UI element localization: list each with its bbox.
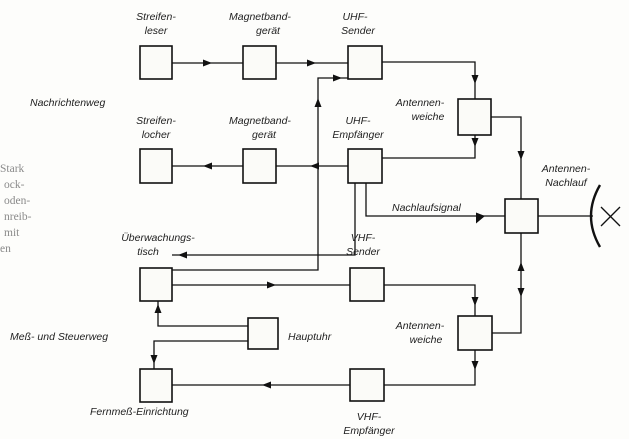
label-magnet1-2: gerät: [256, 25, 281, 37]
label-uhf-sender-1: UHF-: [342, 11, 368, 23]
side-text-5: mit: [4, 227, 20, 239]
label-uhf-empfaenger-2: Empfänger: [332, 129, 384, 141]
streifenlocher-box: [139, 148, 173, 184]
side-text-6: en: [0, 243, 11, 255]
label-magnet1-1: Magnetband-: [229, 11, 291, 23]
side-text-3: oden-: [4, 195, 30, 207]
label-vhf-empfaenger-1: VHF-: [357, 411, 382, 423]
magnetbandgeraet-1-box: [242, 45, 277, 80]
arrow-hauptuhr-tisch: [154, 304, 162, 313]
arrow-magnet-uhfsender: [307, 59, 316, 67]
label-uhf-sender-2: Sender: [341, 25, 375, 37]
label-ueberwachung-2: tisch: [137, 246, 159, 258]
line-uhfsender-weiche: [382, 61, 476, 99]
arrow-nachlauf-up: [517, 262, 525, 271]
label-magnet2-2: gerät: [252, 129, 277, 141]
side-text-4: nreib-: [4, 211, 32, 223]
label-antennen-nachlauf-2: Nachlauf: [545, 177, 588, 189]
line-nachlaufsignal: [365, 183, 505, 217]
arrow-weiche1-nachlauf: [517, 151, 525, 160]
label-antennen-nachlauf-1: Antennen-: [541, 163, 591, 175]
label-uhf-empfaenger-1: UHF-: [345, 115, 371, 127]
uhf-sender-box: [347, 45, 383, 80]
streifenleser-box: [139, 45, 173, 80]
arrow-nachlauf-down: [517, 288, 525, 297]
label-ueberwachung-1: Überwachungs-: [121, 232, 195, 244]
arrow-vhfempf-fernmess: [262, 381, 271, 389]
line-nachlauf-weiche2: [492, 233, 522, 334]
label-fernmess-einrichtung: Fernmeß-Einrichtung: [90, 406, 189, 418]
fernmess-einrichtung-box: [139, 368, 173, 403]
arrow-hauptuhr-fernmess: [150, 355, 158, 364]
line-hauptuhr-fernmess: [153, 340, 248, 369]
label-vhf-sender-2: Sender: [346, 246, 380, 258]
label-antennenweiche-2-b: weiche: [410, 334, 443, 346]
arrow-uhfempf-magnet2: [310, 162, 319, 170]
arrow-uhfsender-weiche: [471, 75, 479, 84]
label-hauptuhr: Hauptuhr: [288, 331, 332, 343]
antenna-dish-icon: [589, 184, 602, 248]
magnetbandgeraet-2-box: [242, 148, 277, 184]
antennen-nachlauf-box: [504, 198, 539, 234]
arrow-weiche-down: [471, 138, 479, 147]
label-streifenlocher-2: locher: [142, 129, 171, 141]
antennenweiche-2-box: [457, 315, 493, 351]
arrow-leser-magnet: [203, 59, 212, 67]
vhf-sender-box: [349, 267, 385, 302]
hauptuhr-box: [247, 317, 279, 350]
line-vhfsender-weiche2: [384, 284, 476, 316]
label-antennenweiche-1-b: weiche: [412, 111, 445, 123]
line-uhfempf-tisch: [172, 183, 356, 256]
arrow-bus-uhfsender: [333, 74, 342, 82]
vhf-empfaenger-box: [349, 368, 385, 402]
line-weiche2-vhfempf: [384, 350, 476, 386]
antennenweiche-1-box: [457, 98, 492, 136]
arrow-magnet2-locher: [203, 162, 212, 170]
side-text-2: ock-: [4, 179, 25, 191]
label-vhf-sender-1: VHF-: [351, 232, 376, 244]
label-streifenleser-2: leser: [145, 25, 168, 37]
arrow-nachlaufsignal: [476, 212, 485, 224]
label-nachlaufsignal: Nachlaufsignal: [392, 202, 462, 214]
label-mess-steuerweg: Meß- und Steuerweg: [10, 331, 108, 343]
arrow-vhfsender-weiche2: [471, 297, 479, 306]
arrow-uhfempf-tisch: [178, 251, 187, 259]
label-streifenleser-1: Streifen-: [136, 11, 176, 23]
label-magnet2-1: Magnetband-: [229, 115, 291, 127]
arrow-bus-up: [314, 98, 322, 107]
label-antennenweiche-1-a: Antennen-: [395, 97, 445, 109]
label-vhf-empfaenger-2: Empfänger: [343, 425, 395, 437]
antenna-cross-2: [600, 206, 621, 227]
uhf-empfaenger-box: [347, 148, 383, 184]
label-streifenlocher-1: Streifen-: [136, 115, 176, 127]
line-hauptuhr-tisch: [157, 301, 248, 327]
arrow-weiche2-down: [471, 361, 479, 370]
arrow-tisch-vhfsender: [267, 281, 276, 289]
side-text-1: Stark: [0, 163, 25, 175]
line-weiche1-nachlauf: [491, 116, 522, 199]
label-antennenweiche-2-a: Antennen-: [395, 320, 445, 332]
label-nachrichtenweg: Nachrichtenweg: [30, 97, 105, 109]
ueberwachungstisch-box: [139, 267, 173, 302]
